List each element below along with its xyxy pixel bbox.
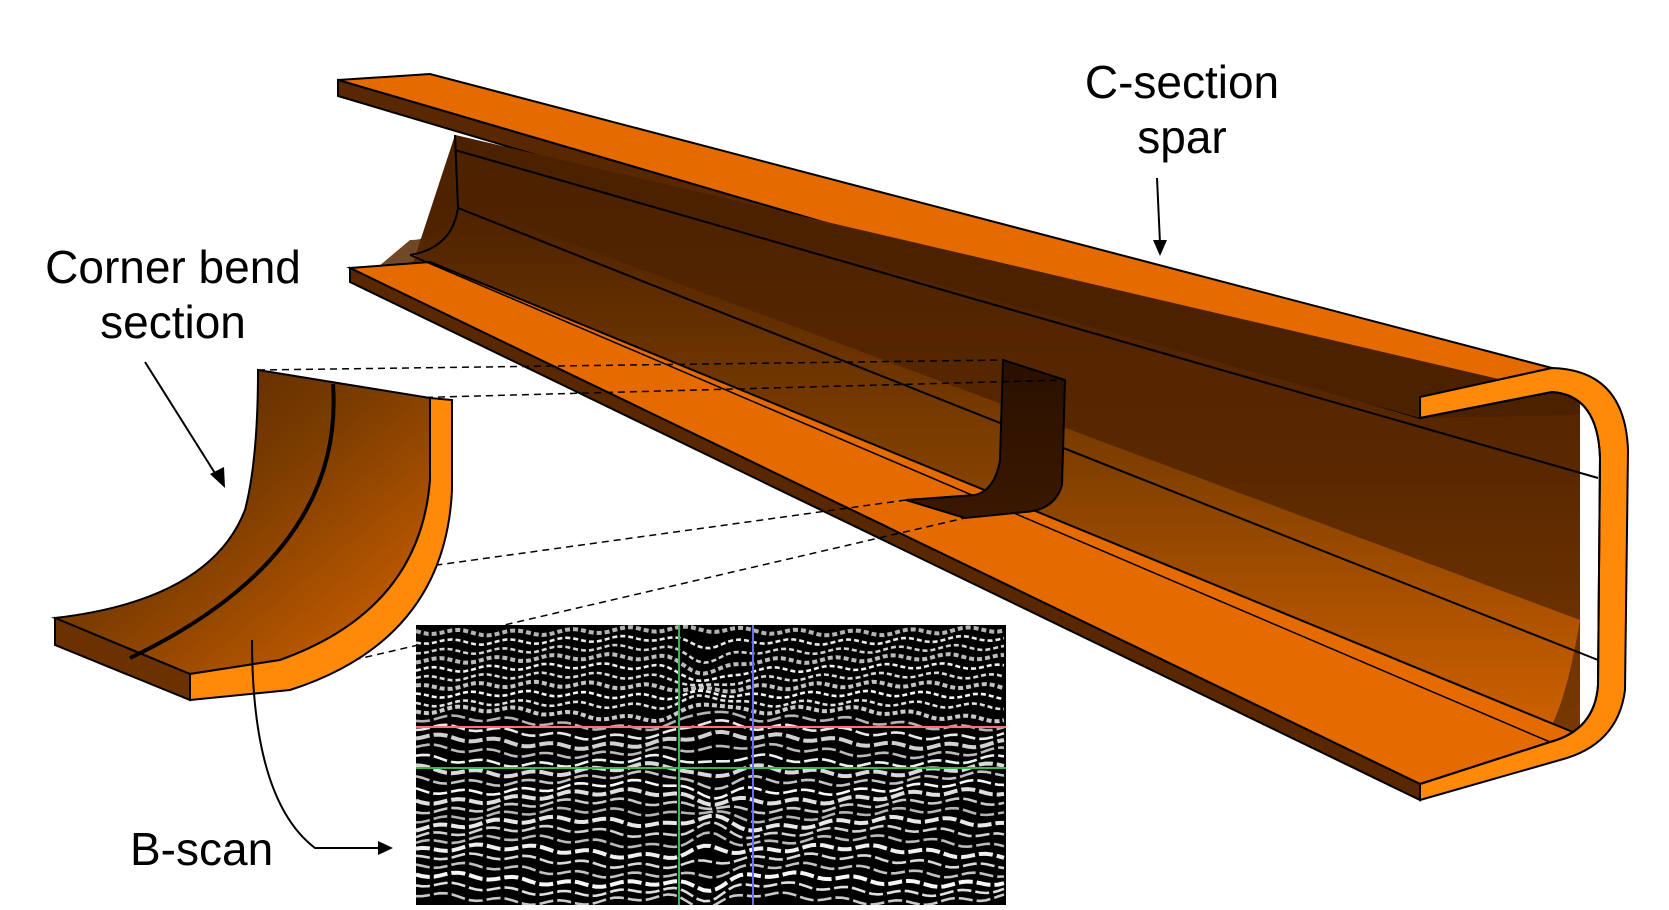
- label-spar-line2: spar: [1137, 111, 1227, 164]
- arrows: [144, 177, 1167, 855]
- label-bscan: B-scan: [130, 823, 274, 875]
- bscan-echo-band: [416, 718, 1005, 741]
- bscan-echo-band: [416, 852, 1005, 870]
- bscan-echo-band: [416, 891, 1005, 905]
- bscan-echo-band: [416, 870, 1005, 893]
- corner-bend-seam: [129, 383, 336, 660]
- bscan-echo-band: [416, 634, 1005, 650]
- bscan-echo-band: [416, 652, 1005, 676]
- bscan-echo-band: [416, 710, 1005, 732]
- bscan-echo-band: [416, 729, 1005, 751]
- label-corner-bend-section: Corner bend section: [28, 240, 318, 350]
- bscan-echo-band: [416, 797, 1005, 815]
- bscan-echo-band: [416, 778, 1005, 800]
- bscan-echo-band: [416, 702, 1005, 724]
- label-corner-line2: section: [100, 296, 246, 349]
- bscan-echo-bands: [416, 625, 1005, 905]
- bscan-echo-band: [416, 770, 1005, 791]
- label-spar-line1: C-section: [1084, 56, 1280, 108]
- bscan-echo-band: [416, 842, 1005, 860]
- label-c-section-spar: C-section spar: [1072, 55, 1292, 165]
- bscan-echo-band: [416, 831, 1005, 849]
- bscan-echo-band: [416, 643, 1005, 665]
- bscan-echo-band: [416, 881, 1005, 903]
- bscan-echo-band: [416, 679, 1005, 694]
- label-corner-line1: Corner bend: [45, 241, 301, 293]
- spar-upper-web-strip: [455, 135, 1580, 418]
- bscan-echo-band: [416, 742, 1005, 760]
- bscan-echo-band: [416, 761, 1005, 779]
- bscan-echo-band: [416, 813, 1005, 833]
- spar-inner-profile: [1419, 390, 1602, 785]
- bscan-echo-band: [416, 821, 1005, 840]
- bscan-echo-band: [416, 861, 1005, 879]
- bscan-image: [416, 625, 1006, 905]
- bscan-echo-band: [416, 806, 1005, 824]
- bscan-echo-band: [416, 694, 1005, 711]
- bscan-echo-band: [416, 689, 1005, 701]
- spar-ridge-line-1: [454, 149, 1599, 479]
- bscan-echo-band: [416, 662, 1005, 682]
- bscan-echo-band: [416, 671, 1005, 687]
- bscan-echo-band: [416, 787, 1005, 807]
- bscan-echo-band: [416, 753, 1005, 769]
- corner-bend-edge-band: [189, 396, 453, 702]
- bscan-echo-band: [416, 625, 1005, 638]
